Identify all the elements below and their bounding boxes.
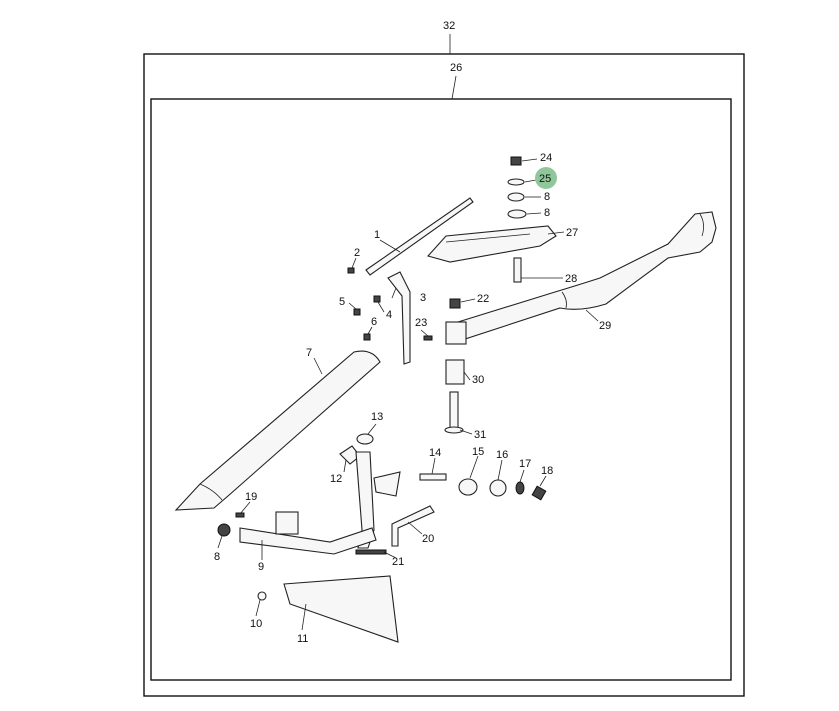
sleeve-part — [445, 359, 465, 385]
callout-3: 3 — [420, 292, 426, 304]
callout-13: 13 — [371, 411, 383, 423]
rod-part — [365, 197, 474, 276]
callout-12: 12 — [330, 473, 342, 485]
callout-28: 28 — [565, 273, 577, 285]
washer-part — [507, 178, 525, 186]
callout-20: 20 — [422, 533, 434, 545]
highlight-marker — [535, 167, 557, 189]
callout-32: 32 — [443, 20, 455, 32]
callout-19: 19 — [245, 491, 257, 503]
callout-25: 25 — [539, 173, 551, 185]
callout-6: 6 — [371, 316, 377, 328]
callout-8-c: 8 — [214, 551, 220, 563]
callout-24: 24 — [540, 152, 552, 164]
pivot-pin-head — [444, 426, 464, 434]
inner-frame — [150, 98, 732, 681]
mount-bracket-part — [426, 225, 557, 263]
screw-part — [353, 308, 361, 316]
screw-part — [423, 335, 433, 341]
callout-17: 17 — [519, 458, 531, 470]
axle-tube-part — [239, 527, 377, 555]
callout-2: 2 — [354, 247, 360, 259]
callout-14: 14 — [429, 447, 441, 459]
callout-21: 21 — [392, 556, 404, 568]
nut-part — [531, 485, 547, 501]
bolt-part — [513, 257, 522, 283]
callout-22: 22 — [477, 293, 489, 305]
spring-pin-part — [355, 549, 387, 555]
hub-part — [458, 478, 478, 496]
arm-part — [355, 451, 375, 549]
callout-30: 30 — [472, 374, 484, 386]
callout-1: 1 — [374, 229, 380, 241]
bushing-part — [507, 209, 527, 219]
nut-part — [449, 298, 461, 309]
shaft-part — [419, 473, 447, 481]
clip-part — [373, 471, 401, 497]
callout-5: 5 — [339, 296, 345, 308]
pin-part — [363, 333, 371, 341]
callout-18: 18 — [541, 465, 553, 477]
bushing-part — [356, 433, 374, 445]
hex-key-part — [391, 505, 435, 547]
bushing-part — [507, 192, 525, 202]
bolt-part — [257, 591, 267, 601]
callout-10: 10 — [250, 618, 262, 630]
nut-part — [510, 156, 522, 166]
seed-tube-part — [174, 350, 381, 511]
screw-part — [347, 267, 355, 274]
callout-23: 23 — [415, 317, 427, 329]
arm-tube-part — [457, 211, 717, 341]
callout-27: 27 — [566, 227, 578, 239]
washer-part — [515, 481, 525, 495]
callout-15: 15 — [472, 446, 484, 458]
scraper-part — [283, 575, 399, 643]
callout-29: 29 — [599, 320, 611, 332]
bearing-part — [217, 523, 231, 537]
strap-part — [387, 271, 411, 365]
callout-8-a: 8 — [544, 191, 550, 203]
plate-part — [275, 511, 299, 535]
callout-8-b: 8 — [544, 207, 550, 219]
callout-16: 16 — [496, 449, 508, 461]
nut-part — [373, 295, 381, 303]
callout-7: 7 — [306, 347, 312, 359]
callout-31: 31 — [474, 429, 486, 441]
pin-part — [235, 512, 245, 518]
pivot-pin-part — [449, 391, 459, 429]
pivot-block-part — [445, 321, 467, 345]
callout-4: 4 — [386, 309, 392, 321]
callout-9: 9 — [258, 561, 264, 573]
outer-frame — [143, 53, 745, 697]
hub-part — [489, 479, 507, 497]
callout-26: 26 — [450, 62, 462, 74]
callout-11: 11 — [297, 633, 308, 645]
